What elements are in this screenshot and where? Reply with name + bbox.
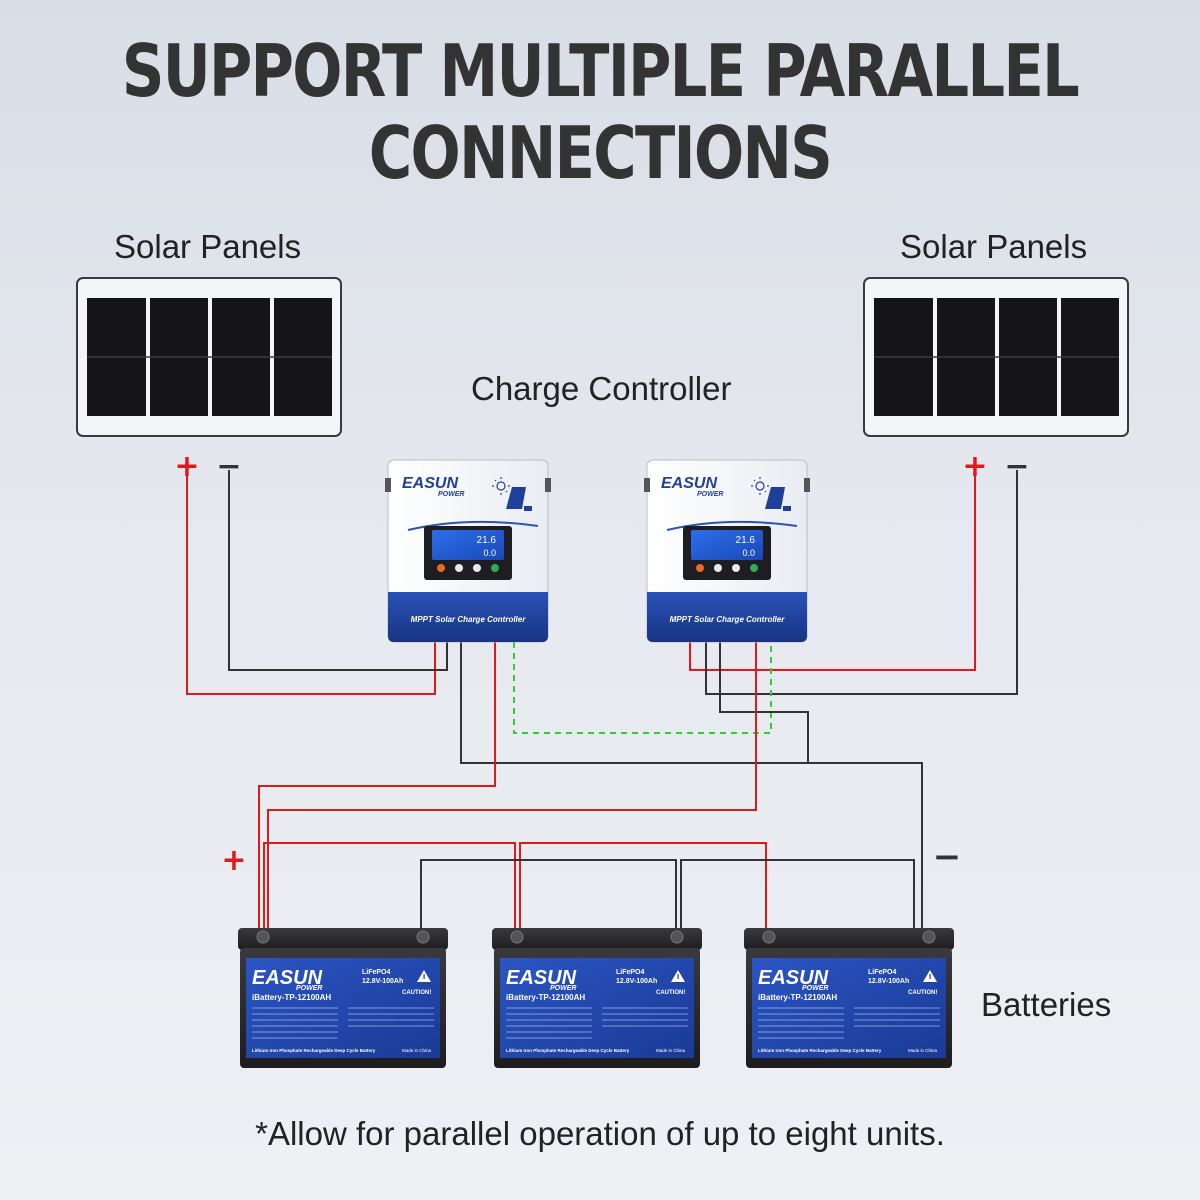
controller-screen-bottom: 0.0: [483, 548, 496, 558]
battery-chemistry: LiFePO4: [868, 969, 897, 976]
warning-icon: [417, 970, 431, 982]
polarity-plus-left-panel: +: [174, 449, 199, 484]
controller-brand: EASUN: [661, 475, 717, 492]
battery-brand-sub: POWER: [296, 985, 322, 992]
charge-controller-1: EASUN POWER 21.6 0.0 MPPT Solar Charge C…: [385, 459, 551, 643]
battery-description: Lithium Iron Phosphate Rechargeable Deep…: [758, 1048, 882, 1053]
controller-screen-top: 21.6: [477, 535, 497, 546]
controller-button-esc[interactable]: [696, 564, 704, 572]
wire-panel-left-negative: [228, 470, 448, 671]
wire-ctrl1-battery-negative: [460, 640, 923, 933]
wire-battery-negative-bus: [420, 859, 677, 933]
wire-panel-left-positive: [186, 470, 436, 695]
solar-panel-left: [76, 277, 342, 437]
charge-controller-2: EASUN POWER 21.6 0.0 MPPT Solar Charge C…: [644, 459, 810, 643]
battery-chemistry: LiFePO4: [616, 969, 645, 976]
wire-battery-negative-bus-2: [680, 859, 915, 933]
page-headline: SUPPORT MULTIPLE PARALLEL CONNECTIONS: [108, 30, 1092, 194]
headline-line-2: CONNECTIONS: [368, 111, 833, 195]
warning-icon: [923, 970, 937, 982]
battery-description: Lithium Iron Phosphate Rechargeable Deep…: [506, 1048, 630, 1053]
battery-model: iBattery-TP-12100AH: [506, 993, 585, 1002]
plug-icon: [783, 506, 791, 511]
battery-brand: EASUN: [758, 967, 829, 989]
label-batteries: Batteries: [981, 986, 1112, 1023]
battery-brand-sub: POWER: [802, 985, 828, 992]
warning-icon: [671, 970, 685, 982]
battery-1: EASUN POWER LiFePO4 12.8V-100Ah iBattery…: [238, 928, 448, 1068]
controller-button-ok[interactable]: [750, 564, 758, 572]
battery-origin: Made in China: [656, 1048, 686, 1053]
wire-panel-right-positive: [689, 470, 976, 671]
battery-caution: CAUTION!: [908, 990, 937, 996]
solar-panel-icon: [874, 298, 1119, 416]
polarity-minus-left-panel: −: [216, 449, 241, 484]
battery-brand: EASUN: [506, 967, 577, 989]
solar-panel-icon: [87, 298, 332, 416]
controller-button-up[interactable]: [455, 564, 463, 572]
controller-button-down[interactable]: [473, 564, 481, 572]
footnote: *Allow for parallel operation of up to e…: [255, 1115, 945, 1152]
battery-rating: 12.8V-100Ah: [616, 978, 657, 985]
polarity-plus-right-panel: +: [962, 449, 987, 484]
controller-button-up[interactable]: [714, 564, 722, 572]
label-charge-controller: Charge Controller: [471, 370, 732, 407]
wire-panel-right-negative: [705, 470, 1018, 695]
controller-button-esc[interactable]: [437, 564, 445, 572]
wire-ctrl2-battery-positive: [267, 640, 757, 933]
controller-model: MPPT Solar Charge Controller: [670, 615, 786, 624]
wires: [186, 470, 1018, 933]
sun-icon: [751, 477, 769, 495]
battery-rating: 12.8V-100Ah: [362, 978, 403, 985]
battery-origin: Made in China: [402, 1048, 432, 1053]
polarity-minus-batteries: −: [933, 837, 962, 877]
battery-model: iBattery-TP-12100AH: [252, 993, 331, 1002]
wire-ctrl2-battery-negative: [719, 640, 809, 763]
wire-battery-positive-bus: [263, 842, 516, 933]
controller-brand-sub: POWER: [697, 491, 723, 498]
battery-2: EASUN POWER LiFePO4 12.8V-100Ah iBattery…: [492, 928, 702, 1068]
controller-model: MPPT Solar Charge Controller: [411, 615, 527, 624]
wire-ctrl1-battery-positive: [258, 640, 496, 933]
wire-communication: [513, 642, 772, 734]
plug-icon: [524, 506, 532, 511]
solar-panel-icon: [506, 487, 526, 509]
controller-brand-sub: POWER: [438, 491, 464, 498]
controller-button-ok[interactable]: [491, 564, 499, 572]
controller-button-down[interactable]: [732, 564, 740, 572]
battery-model: iBattery-TP-12100AH: [758, 993, 837, 1002]
battery-description: Lithium Iron Phosphate Rechargeable Deep…: [252, 1048, 376, 1053]
battery-chemistry: LiFePO4: [362, 969, 391, 976]
battery-origin: Made in China: [908, 1048, 938, 1053]
battery-caution: CAUTION!: [656, 990, 685, 996]
polarity-minus-right-panel: −: [1004, 449, 1029, 484]
controller-screen-top: 21.6: [736, 535, 756, 546]
wire-battery-positive-bus-2: [519, 842, 767, 933]
battery-brand-sub: POWER: [550, 985, 576, 992]
polarity-plus-batteries: +: [221, 843, 246, 878]
battery-rating: 12.8V-100Ah: [868, 978, 909, 985]
solar-panel-right: [863, 277, 1129, 437]
solar-panel-icon: [765, 487, 785, 509]
battery-caution: CAUTION!: [402, 990, 431, 996]
controller-brand: EASUN: [402, 475, 458, 492]
sun-icon: [492, 477, 510, 495]
label-solar-panels-left: Solar Panels: [114, 228, 302, 265]
label-solar-panels-right: Solar Panels: [900, 228, 1088, 265]
headline-line-1: SUPPORT MULTIPLE PARALLEL: [121, 29, 1080, 113]
battery-3: EASUN POWER LiFePO4 12.8V-100Ah iBattery…: [744, 928, 954, 1068]
battery-brand: EASUN: [252, 967, 323, 989]
controller-screen-bottom: 0.0: [742, 548, 755, 558]
